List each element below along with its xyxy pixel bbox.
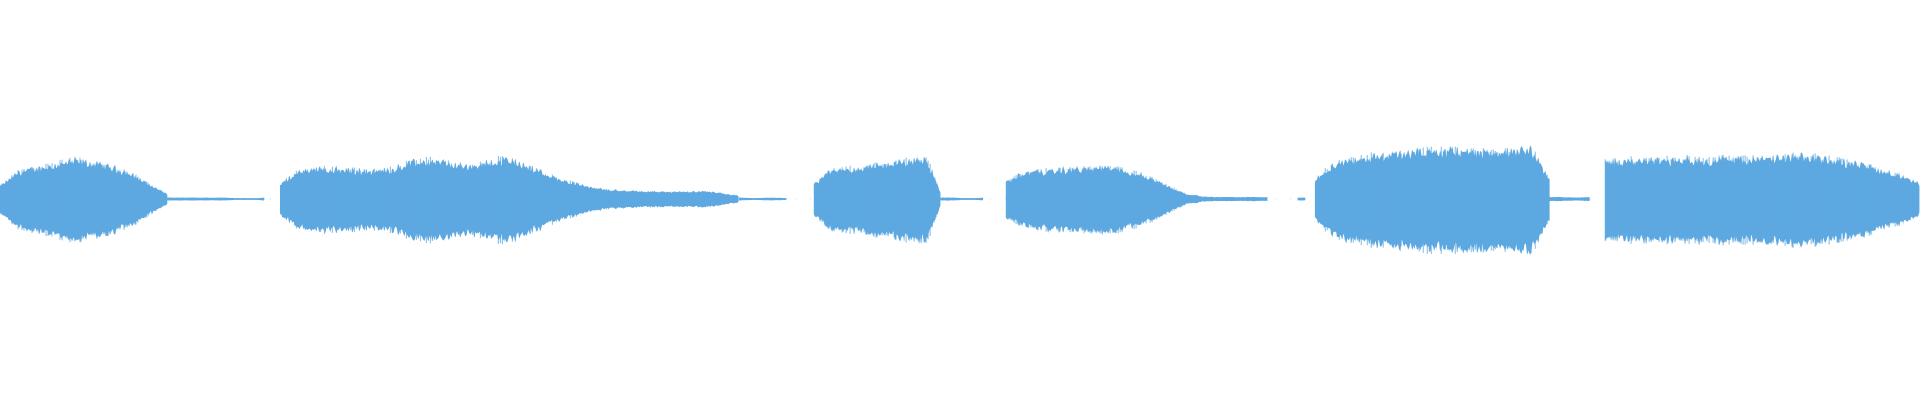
waveform-segment bbox=[1314, 145, 1550, 255]
waveform-envelope bbox=[940, 197, 984, 201]
waveform-envelope bbox=[1604, 152, 1920, 248]
waveform-segment bbox=[813, 156, 941, 244]
waveform-envelope bbox=[0, 156, 168, 242]
waveform-envelope bbox=[280, 157, 739, 243]
waveform-segment bbox=[280, 156, 739, 245]
waveform-segment bbox=[166, 197, 265, 201]
waveform-segment bbox=[738, 197, 787, 201]
waveform-segment bbox=[1549, 196, 1590, 202]
waveform-envelope bbox=[1005, 165, 1268, 235]
waveform-envelope bbox=[738, 197, 787, 201]
waveform-segment bbox=[1297, 197, 1306, 201]
waveform-envelope bbox=[813, 156, 941, 244]
waveform-envelope bbox=[166, 197, 265, 201]
waveform-segment bbox=[1005, 165, 1268, 235]
waveform-envelope bbox=[1297, 197, 1306, 201]
waveform-envelope bbox=[1549, 196, 1590, 202]
waveform-segment bbox=[0, 156, 168, 243]
waveform-envelope bbox=[1314, 145, 1550, 255]
waveform-segment bbox=[1604, 152, 1920, 248]
waveform-segment bbox=[940, 197, 984, 201]
